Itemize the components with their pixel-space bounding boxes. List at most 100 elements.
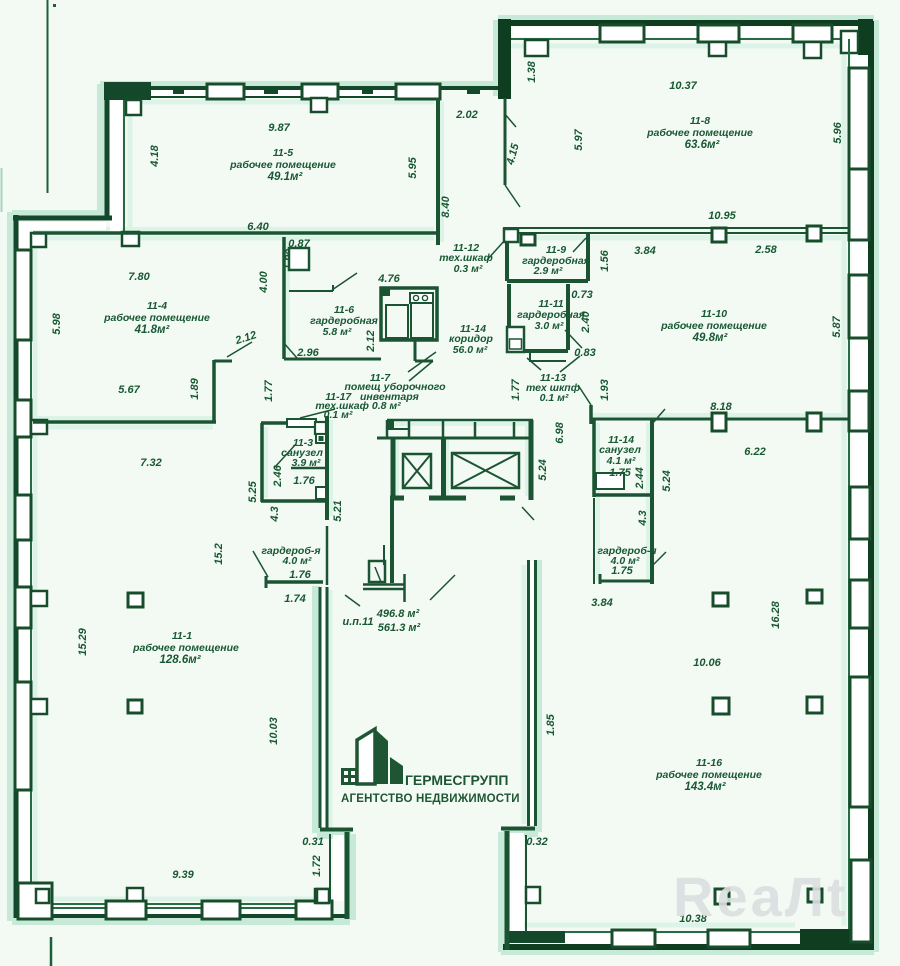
svg-text:4.0 м²: 4.0 м² (610, 555, 640, 567)
svg-text:рабочее помещение: рабочее помещение (655, 769, 762, 781)
svg-text:гардероб-я: гардероб-я (597, 545, 656, 557)
svg-text:6.98: 6.98 (554, 421, 566, 443)
svg-text:10.37: 10.37 (669, 80, 697, 92)
svg-text:5.87: 5.87 (831, 315, 843, 337)
svg-text:рабочее помещение: рабочее помещение (660, 320, 767, 332)
svg-text:1.75: 1.75 (611, 565, 633, 577)
svg-text:11-12: 11-12 (453, 242, 479, 254)
svg-text:15.29: 15.29 (77, 627, 89, 655)
svg-text:тех.шкаф 0.8 м²: тех.шкаф 0.8 м² (315, 400, 401, 412)
svg-text:и.п.11: и.п.11 (343, 616, 374, 628)
svg-text:гардероб-я: гардероб-я (261, 545, 320, 557)
svg-text:11-8: 11-8 (690, 115, 710, 127)
svg-text:5.97: 5.97 (573, 128, 585, 150)
svg-text:10.06: 10.06 (693, 657, 721, 669)
svg-text:гардеробная: гардеробная (310, 315, 378, 327)
svg-text:6.40: 6.40 (247, 221, 269, 233)
svg-text:49.1м²: 49.1м² (267, 171, 304, 183)
svg-text:0.31: 0.31 (302, 836, 323, 848)
svg-text:2.12: 2.12 (365, 330, 377, 352)
svg-text:1.76: 1.76 (289, 569, 311, 581)
svg-text:3.84: 3.84 (591, 597, 612, 609)
svg-text:5.98: 5.98 (51, 312, 63, 334)
svg-text:0.1 м²: 0.1 м² (540, 392, 569, 404)
svg-text:1.89: 1.89 (189, 377, 201, 399)
svg-text:2.96: 2.96 (296, 347, 319, 359)
svg-text:5.24: 5.24 (537, 459, 549, 480)
svg-text:тех шкпф: тех шкпф (526, 382, 580, 394)
svg-text:10.03: 10.03 (268, 717, 280, 745)
svg-text:рабочее помещение: рабочее помещение (132, 642, 239, 654)
svg-text:1.93: 1.93 (599, 379, 611, 400)
svg-text:рабочее помещение: рабочее помещение (646, 127, 753, 139)
svg-text:санузел: санузел (281, 447, 323, 459)
svg-text:1.85: 1.85 (545, 713, 557, 735)
svg-text:санузел: санузел (599, 444, 641, 456)
svg-text:1.72: 1.72 (311, 855, 323, 876)
svg-text:помещ уборочного: помещ уборочного (345, 381, 447, 393)
svg-text:9.87: 9.87 (268, 122, 290, 134)
svg-text:5.25: 5.25 (247, 480, 259, 502)
svg-text:11-14: 11-14 (460, 323, 486, 335)
svg-text:2.40: 2.40 (580, 310, 592, 333)
svg-text:0.87: 0.87 (288, 238, 310, 250)
svg-text:2.58: 2.58 (754, 244, 777, 256)
svg-text:3.84: 3.84 (634, 245, 655, 257)
svg-text:2.46: 2.46 (272, 464, 284, 487)
svg-text:128.6м²: 128.6м² (159, 654, 201, 666)
svg-text:рабочее помещение: рабочее помещение (103, 312, 210, 324)
svg-text:11-16: 11-16 (696, 757, 722, 769)
svg-text:63.6м²: 63.6м² (685, 139, 721, 151)
svg-text:11-1: 11-1 (172, 630, 192, 642)
svg-text:11-4: 11-4 (147, 300, 167, 312)
svg-text:49.8м²: 49.8м² (692, 332, 729, 344)
svg-text:6.22: 6.22 (744, 446, 765, 458)
svg-text:5.8 м²: 5.8 м² (323, 326, 352, 338)
svg-text:9.39: 9.39 (172, 869, 194, 881)
svg-text:0.73: 0.73 (571, 289, 592, 301)
svg-text:11-5: 11-5 (273, 147, 293, 159)
svg-text:4.0 м²: 4.0 м² (282, 555, 312, 567)
svg-text:8.18: 8.18 (710, 401, 732, 413)
svg-text:1.56: 1.56 (599, 249, 611, 271)
svg-text:5.21: 5.21 (332, 500, 344, 521)
svg-text:3.0 м²: 3.0 м² (535, 320, 564, 332)
svg-text:7.80: 7.80 (128, 271, 150, 283)
svg-text:гардеробная: гардеробная (517, 309, 585, 321)
svg-text:10.38: 10.38 (679, 913, 707, 925)
svg-text:143.4м²: 143.4м² (684, 781, 726, 793)
svg-text:8.40: 8.40 (440, 195, 452, 217)
svg-text:1.68: 1.68 (281, 247, 293, 269)
svg-text:1.76: 1.76 (293, 475, 315, 487)
svg-text:11-13: 11-13 (540, 372, 566, 384)
svg-text:4.3: 4.3 (637, 510, 649, 526)
svg-text:5.67: 5.67 (118, 384, 140, 396)
svg-text:11-9: 11-9 (546, 244, 566, 256)
svg-text:0.1 м²: 0.1 м² (324, 409, 353, 421)
svg-text:0.83: 0.83 (574, 347, 595, 359)
svg-text:56.0 м²: 56.0 м² (453, 344, 488, 356)
svg-text:7.32: 7.32 (140, 457, 161, 469)
svg-text:16.28: 16.28 (770, 600, 782, 628)
svg-text:561.3 м²: 561.3 м² (378, 622, 421, 634)
svg-text:1.74: 1.74 (284, 593, 305, 605)
svg-text:ГЕРМЕСГРУПП: ГЕРМЕСГРУПП (405, 772, 508, 788)
svg-text:2.44: 2.44 (634, 467, 646, 489)
svg-text:4.15: 4.15 (504, 141, 522, 167)
svg-text:5.24: 5.24 (661, 470, 673, 491)
svg-text:4.76: 4.76 (377, 273, 400, 285)
svg-text:1.38: 1.38 (526, 60, 538, 82)
svg-text:рабочее помещение: рабочее помещение (229, 159, 336, 171)
svg-text:10.95: 10.95 (708, 210, 736, 222)
svg-text:АГЕНТСТВО НЕДВИЖИМОСТИ: АГЕНТСТВО НЕДВИЖИМОСТИ (341, 793, 520, 805)
svg-text:4.18: 4.18 (149, 144, 161, 167)
svg-text:496.8 м²: 496.8 м² (376, 608, 420, 620)
svg-text:11-14: 11-14 (608, 434, 634, 446)
svg-text:1.75: 1.75 (609, 467, 631, 479)
svg-text:5.95: 5.95 (407, 156, 419, 178)
svg-text:коридор: коридор (449, 333, 493, 345)
svg-text:41.8м²: 41.8м² (134, 324, 171, 336)
svg-text:0.32: 0.32 (526, 836, 547, 848)
svg-text:гардеробная: гардеробная (522, 255, 590, 267)
svg-text:2.02: 2.02 (455, 109, 477, 121)
